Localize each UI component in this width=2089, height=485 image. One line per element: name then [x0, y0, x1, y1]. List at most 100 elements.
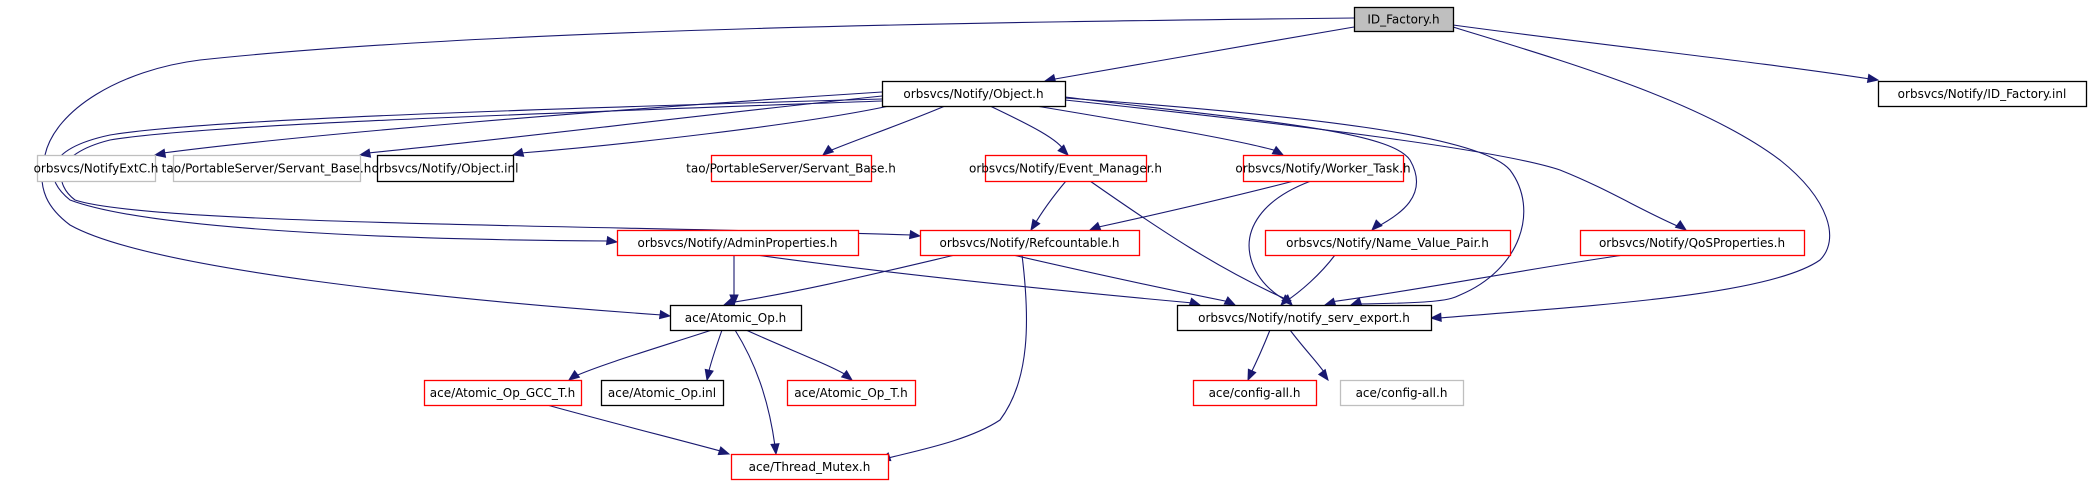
node-box — [1192, 379, 1318, 407]
edge-line — [1438, 26, 1831, 319]
node-box — [36, 154, 157, 183]
node-label: orbsvcs/Notify/Worker_Task.h — [1235, 162, 1410, 176]
node-label: orbsvcs/Notify/notify_serv_export.h — [1198, 311, 1410, 325]
node-box — [600, 379, 725, 407]
node-box — [376, 154, 515, 183]
edge-root-to-notify_serv_export — [1429, 26, 1831, 322]
node-label: orbsvcs/Notify/Refcountable.h — [939, 236, 1119, 250]
edge-worker_task-to-refcountable — [1088, 180, 1295, 231]
arrowhead-icon — [1188, 297, 1202, 307]
node-name-value-pair[interactable]: orbsvcs/Notify/Name_Value_Pair.h — [1264, 229, 1512, 257]
node-event-manager[interactable]: orbsvcs/Notify/Event_Manager.h — [969, 154, 1162, 183]
edge-line — [1249, 329, 1271, 376]
edge-line — [1089, 180, 1289, 301]
edge-line — [1289, 329, 1327, 376]
arrowhead-icon — [658, 309, 672, 320]
node-qos-props[interactable]: orbsvcs/Notify/QoSProperties.h — [1579, 229, 1806, 257]
node-label: orbsvcs/Notify/Name_Value_Pair.h — [1286, 236, 1489, 250]
edge-line — [572, 329, 713, 378]
edge-name_value_pair-to-notify_serv_export — [1280, 254, 1336, 306]
edge-line — [41, 17, 1355, 316]
node-thread-mutex[interactable]: ace/Thread_Mutex.h — [730, 453, 890, 481]
arrowhead-icon — [1057, 144, 1069, 156]
edge-root-to-id_factory_inl — [1452, 24, 1880, 83]
arrowhead-icon — [1371, 219, 1383, 231]
node-refcountable[interactable]: orbsvcs/Notify/Refcountable.h — [919, 229, 1141, 257]
edge-object_h-to-worker_task — [1035, 105, 1285, 156]
edge-line — [1064, 97, 1525, 305]
node-atomic-op-gcc-t[interactable]: ace/Atomic_Op_GCC_T.h — [423, 379, 583, 407]
node-label: ace/config-all.h — [1356, 386, 1448, 400]
edge-event_manager-to-refcountable — [1030, 180, 1067, 232]
node-label: ace/Atomic_Op.inl — [608, 386, 716, 400]
node-atomic-op-t[interactable]: ace/Atomic_Op_T.h — [786, 379, 917, 407]
node-box — [423, 379, 583, 407]
node-atomic-op-h[interactable]: ace/Atomic_Op.h — [669, 304, 803, 332]
node-box — [710, 154, 873, 183]
node-label: ace/config-all.h — [1209, 386, 1301, 400]
node-box — [730, 453, 890, 481]
node-worker-task[interactable]: orbsvcs/Notify/Worker_Task.h — [1235, 154, 1411, 183]
node-label: ace/Atomic_Op_T.h — [794, 386, 907, 400]
arrowhead-icon — [1280, 294, 1292, 306]
edge-object_h-to-name_value_pair — [1064, 96, 1417, 231]
node-box — [1176, 304, 1433, 332]
arrowhead-icon — [1866, 73, 1880, 83]
node-object-h[interactable]: orbsvcs/Notify/Object.h — [881, 80, 1067, 108]
arrowhead-icon — [1317, 368, 1329, 382]
edge-line — [1012, 254, 1231, 303]
node-atomic-op-inl[interactable]: ace/Atomic_Op.inl — [600, 379, 725, 407]
node-box — [1353, 6, 1455, 33]
edge-atomic_op_h-to-atomic_op_inl — [704, 329, 723, 382]
arrowhead-icon — [717, 446, 731, 456]
arrowhead-icon — [1271, 145, 1285, 156]
edge-line — [1035, 105, 1281, 153]
arrowhead-icon — [153, 148, 167, 158]
node-config-all-ext: ace/config-all.h — [1339, 379, 1465, 407]
node-root[interactable]: ID_Factory.h — [1353, 6, 1455, 33]
arrowhead-icon — [1223, 296, 1237, 306]
arrowhead-icon — [770, 443, 780, 456]
node-box — [881, 80, 1067, 108]
node-config-all[interactable]: ace/config-all.h — [1192, 379, 1318, 407]
node-label: orbsvcs/Notify/QoSProperties.h — [1599, 236, 1785, 250]
node-box — [669, 304, 803, 332]
edge-line — [887, 254, 1028, 459]
edge-object_h-to-servant_base_ext — [358, 95, 883, 158]
edge-object_h-to-servant_base — [821, 105, 946, 156]
node-servant-base[interactable]: tao/PortableServer/Servant_Base.h — [686, 154, 896, 183]
edge-refcountable-to-atomic_op_h — [722, 254, 956, 306]
node-notify-serv-export[interactable]: orbsvcs/Notify/notify_serv_export.h — [1176, 304, 1433, 332]
edge-refcountable-to-notify_serv_export — [1012, 254, 1237, 306]
edge-line — [162, 91, 883, 154]
node-label: orbsvcs/Notify/Event_Manager.h — [969, 162, 1162, 176]
node-box — [919, 229, 1141, 257]
node-object-inl[interactable]: orbsvcs/Notify/Object.inl — [372, 154, 519, 183]
edge-line — [1064, 96, 1417, 229]
edge-object_h-to-object_inl — [511, 105, 890, 157]
arrowhead-icon — [821, 144, 835, 156]
edge-line — [1032, 180, 1067, 228]
edge-line — [1329, 254, 1625, 303]
node-id-factory-inl[interactable]: orbsvcs/Notify/ID_Factory.inl — [1877, 80, 2088, 108]
arrowhead-icon — [605, 235, 619, 246]
edge-object_h-to-event_manager — [989, 105, 1069, 156]
node-admin-props[interactable]: orbsvcs/Notify/AdminProperties.h — [616, 229, 860, 257]
node-label: orbsvcs/Notify/AdminProperties.h — [638, 236, 838, 250]
edge-atomic_op_h-to-atomic_op_t — [745, 329, 854, 381]
edge-object_h-to-notify_serv_export — [1064, 97, 1525, 307]
arrowhead-icon — [840, 369, 854, 381]
node-label: tao/PortableServer/Servant_Base.h — [686, 162, 896, 176]
edge-admin_props-to-notify_serv_export — [755, 254, 1202, 307]
edge-line — [1248, 180, 1312, 303]
arrowhead-icon — [511, 147, 525, 157]
node-box — [786, 379, 917, 407]
node-box — [1264, 229, 1512, 257]
node-label: ace/Atomic_Op_GCC_T.h — [430, 386, 576, 400]
edge-root-to-object_h — [1043, 26, 1355, 84]
node-label: ace/Atomic_Op.h — [685, 311, 787, 325]
edges-layer — [41, 17, 1880, 462]
node-label: ace/Thread_Mutex.h — [749, 460, 871, 474]
arrowhead-icon — [358, 148, 372, 158]
